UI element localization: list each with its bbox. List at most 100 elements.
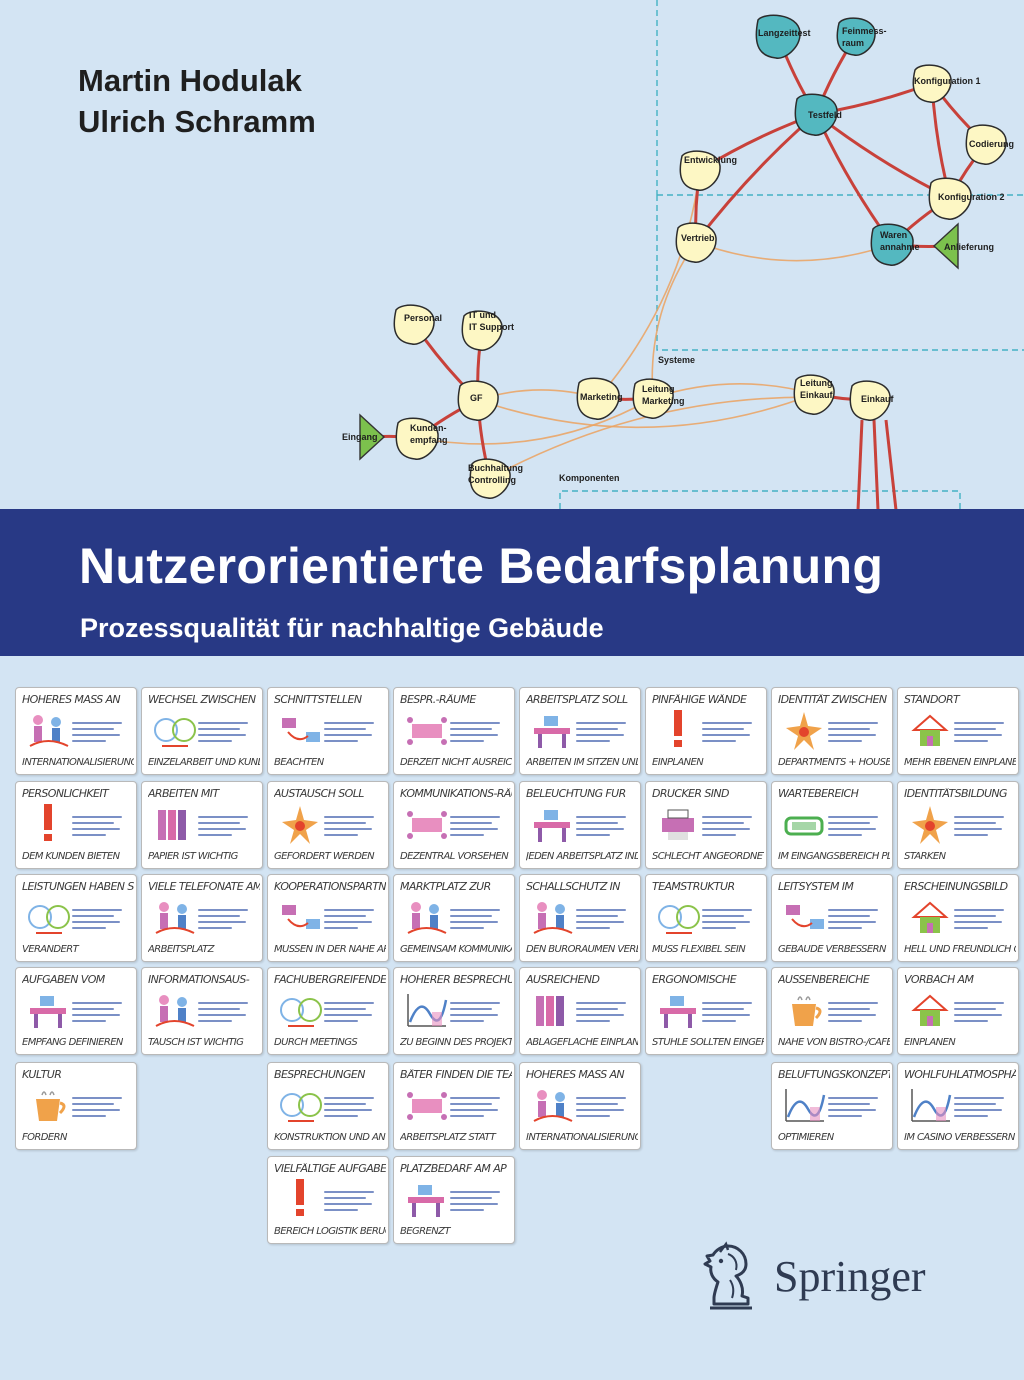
sketch-card: Beleuchtung fürJeden Arbeitsplatz indivi… [519,781,641,869]
card-title: Schallschutz in [526,881,621,893]
handwritten-notes [450,718,506,746]
cup-sketch-icon [36,1091,66,1121]
handwritten-notes [72,905,128,933]
handwritten-notes [450,1093,506,1121]
card-title: Leistungen haben sich [22,881,134,893]
springer-horse-icon [703,1241,752,1310]
handwritten-notes [324,905,380,933]
card-title: Besprechungen [274,1069,365,1081]
network-node-codierung [965,124,1007,165]
card-title: Wechsel zwischen [148,694,256,706]
card-caption: Muss flexibel sein [652,944,746,955]
network-node-it-support [461,310,503,351]
card-caption: Dem Kunden bieten [22,851,120,862]
sketch-card: Fachübergreifender AustauschDurch Meetin… [267,967,389,1055]
card-title: Fachübergreifender Austausch [274,974,386,986]
desk-sketch-icon [534,810,570,842]
sketch-card: WohlfühlatmosphäreIm Casino verbessern [897,1062,1019,1150]
card-title: Kooperationspartner [274,881,386,893]
card-title: Aufgaben vom [22,974,105,986]
card-caption: Im Casino verbessern [904,1132,1015,1143]
sketch-card: ErgonomischeStühle sollten eingeplant we… [645,967,767,1055]
desk-sketch-icon [30,996,66,1028]
exclamation-sketch-icon [674,710,682,747]
handwritten-notes [828,718,884,746]
sketch-card: TeamstrukturMuss flexibel sein [645,874,767,962]
people-sketch-icon [29,715,69,747]
exclamation-sketch-icon [296,1179,304,1216]
card-title: Höherer Besprechungsbedarf [400,974,512,986]
card-caption: Einplanen [904,1037,956,1048]
network-node-label: Einkauf [861,394,895,404]
card-caption: Gebäude verbessern [778,944,886,955]
people-sketch-icon [407,902,447,934]
handwritten-notes [954,718,1010,746]
card-caption: Beachten [274,757,324,768]
network-node-label: Testfeld [808,110,842,120]
network-node-personal [393,304,435,345]
book-subtitle: Prozessqualität für nachhaltige Gebäude [80,613,604,643]
network-node-label: Eingang [342,432,378,442]
sketch-card: BesprechungenKonstruktion und Anwendung [267,1062,389,1150]
card-caption: Internationalisierung [526,1132,638,1143]
network-node-einkauf [849,380,891,421]
card-title: Informationsaus- [148,974,250,986]
network-node-kundenempfang [395,417,439,460]
card-title: Bespr.-Räume [400,694,476,706]
table-sketch-icon [407,1092,447,1120]
author-list: Martin Hodulak Ulrich Schramm [78,60,316,142]
card-title: Höheres Mass an [526,1069,625,1081]
handwritten-notes [450,905,506,933]
card-caption: Dezentral vorsehen [400,851,509,862]
card-title: Marktplatz zur [400,881,491,893]
network-edge-primary [884,419,898,510]
card-caption: Einzelarbeit und Kundentermine [148,757,260,768]
card-caption: Departments + Houses [778,757,890,768]
handwritten-notes [954,812,1010,840]
card-caption: Den Büroräumen verbessern [526,944,638,955]
sketch-card: Höheres Mass an Internationalisierung [519,1062,641,1150]
handwritten-notes [72,998,128,1026]
network-node-label: Konfiguration 2 [938,192,1005,202]
card-caption: Arbeiten im Sitzen und Stehen ermögliche… [526,757,638,768]
network-edge-primary [856,419,864,510]
network-node-label: Kunden-empfang [410,423,448,445]
handwritten-notes [324,1093,380,1121]
handwritten-notes [450,998,506,1026]
sketch-card: Leitsystem imGebäude verbessern [771,874,893,962]
card-caption: Nähe von Bistro-/Cafeteriabereich [778,1037,890,1048]
network-node-label: Entwicklung [684,155,737,165]
sketch-card: SchnittstellenBeachten [267,687,389,775]
desk-sketch-icon [534,716,570,748]
card-title: Ausreichend [526,974,600,986]
table-sketch-icon [407,811,447,839]
sofa-sketch-icon [784,816,824,836]
network-node-vertrieb [675,222,717,263]
label-komponenten: Komponenten [559,473,620,483]
sketch-card: Vorbach amEinplanen [897,967,1019,1055]
card-title: Bäter finden die Teambesprechungen [400,1069,512,1081]
card-title: Platzbedarf am AP [400,1163,507,1175]
network-edge-secondary [597,169,701,399]
printer-sketch-icon [662,809,694,840]
network-edge-secondary [651,241,697,399]
handwritten-notes [324,998,380,1026]
card-title: Wartebereich [778,788,859,800]
label-systeme: Systeme [658,355,695,365]
handwritten-notes [72,718,128,746]
handwritten-notes [450,1187,506,1215]
network-edge-secondary [416,397,654,445]
card-caption: Jeden Arbeitsplatz individuell einstellb… [526,851,638,862]
card-caption: Optimieren [778,1132,834,1143]
chart-sketch-icon [785,1089,826,1122]
sketch-card: Pinfähige WändeEinplanen [645,687,767,775]
sketch-card: IdentitätsbildungStärken [897,781,1019,869]
card-caption: Gefördert werden [274,851,375,862]
network-node-label: Anlieferung [944,242,994,252]
sketch-card: Arbeiten mitPapier ist wichtig [141,781,263,869]
